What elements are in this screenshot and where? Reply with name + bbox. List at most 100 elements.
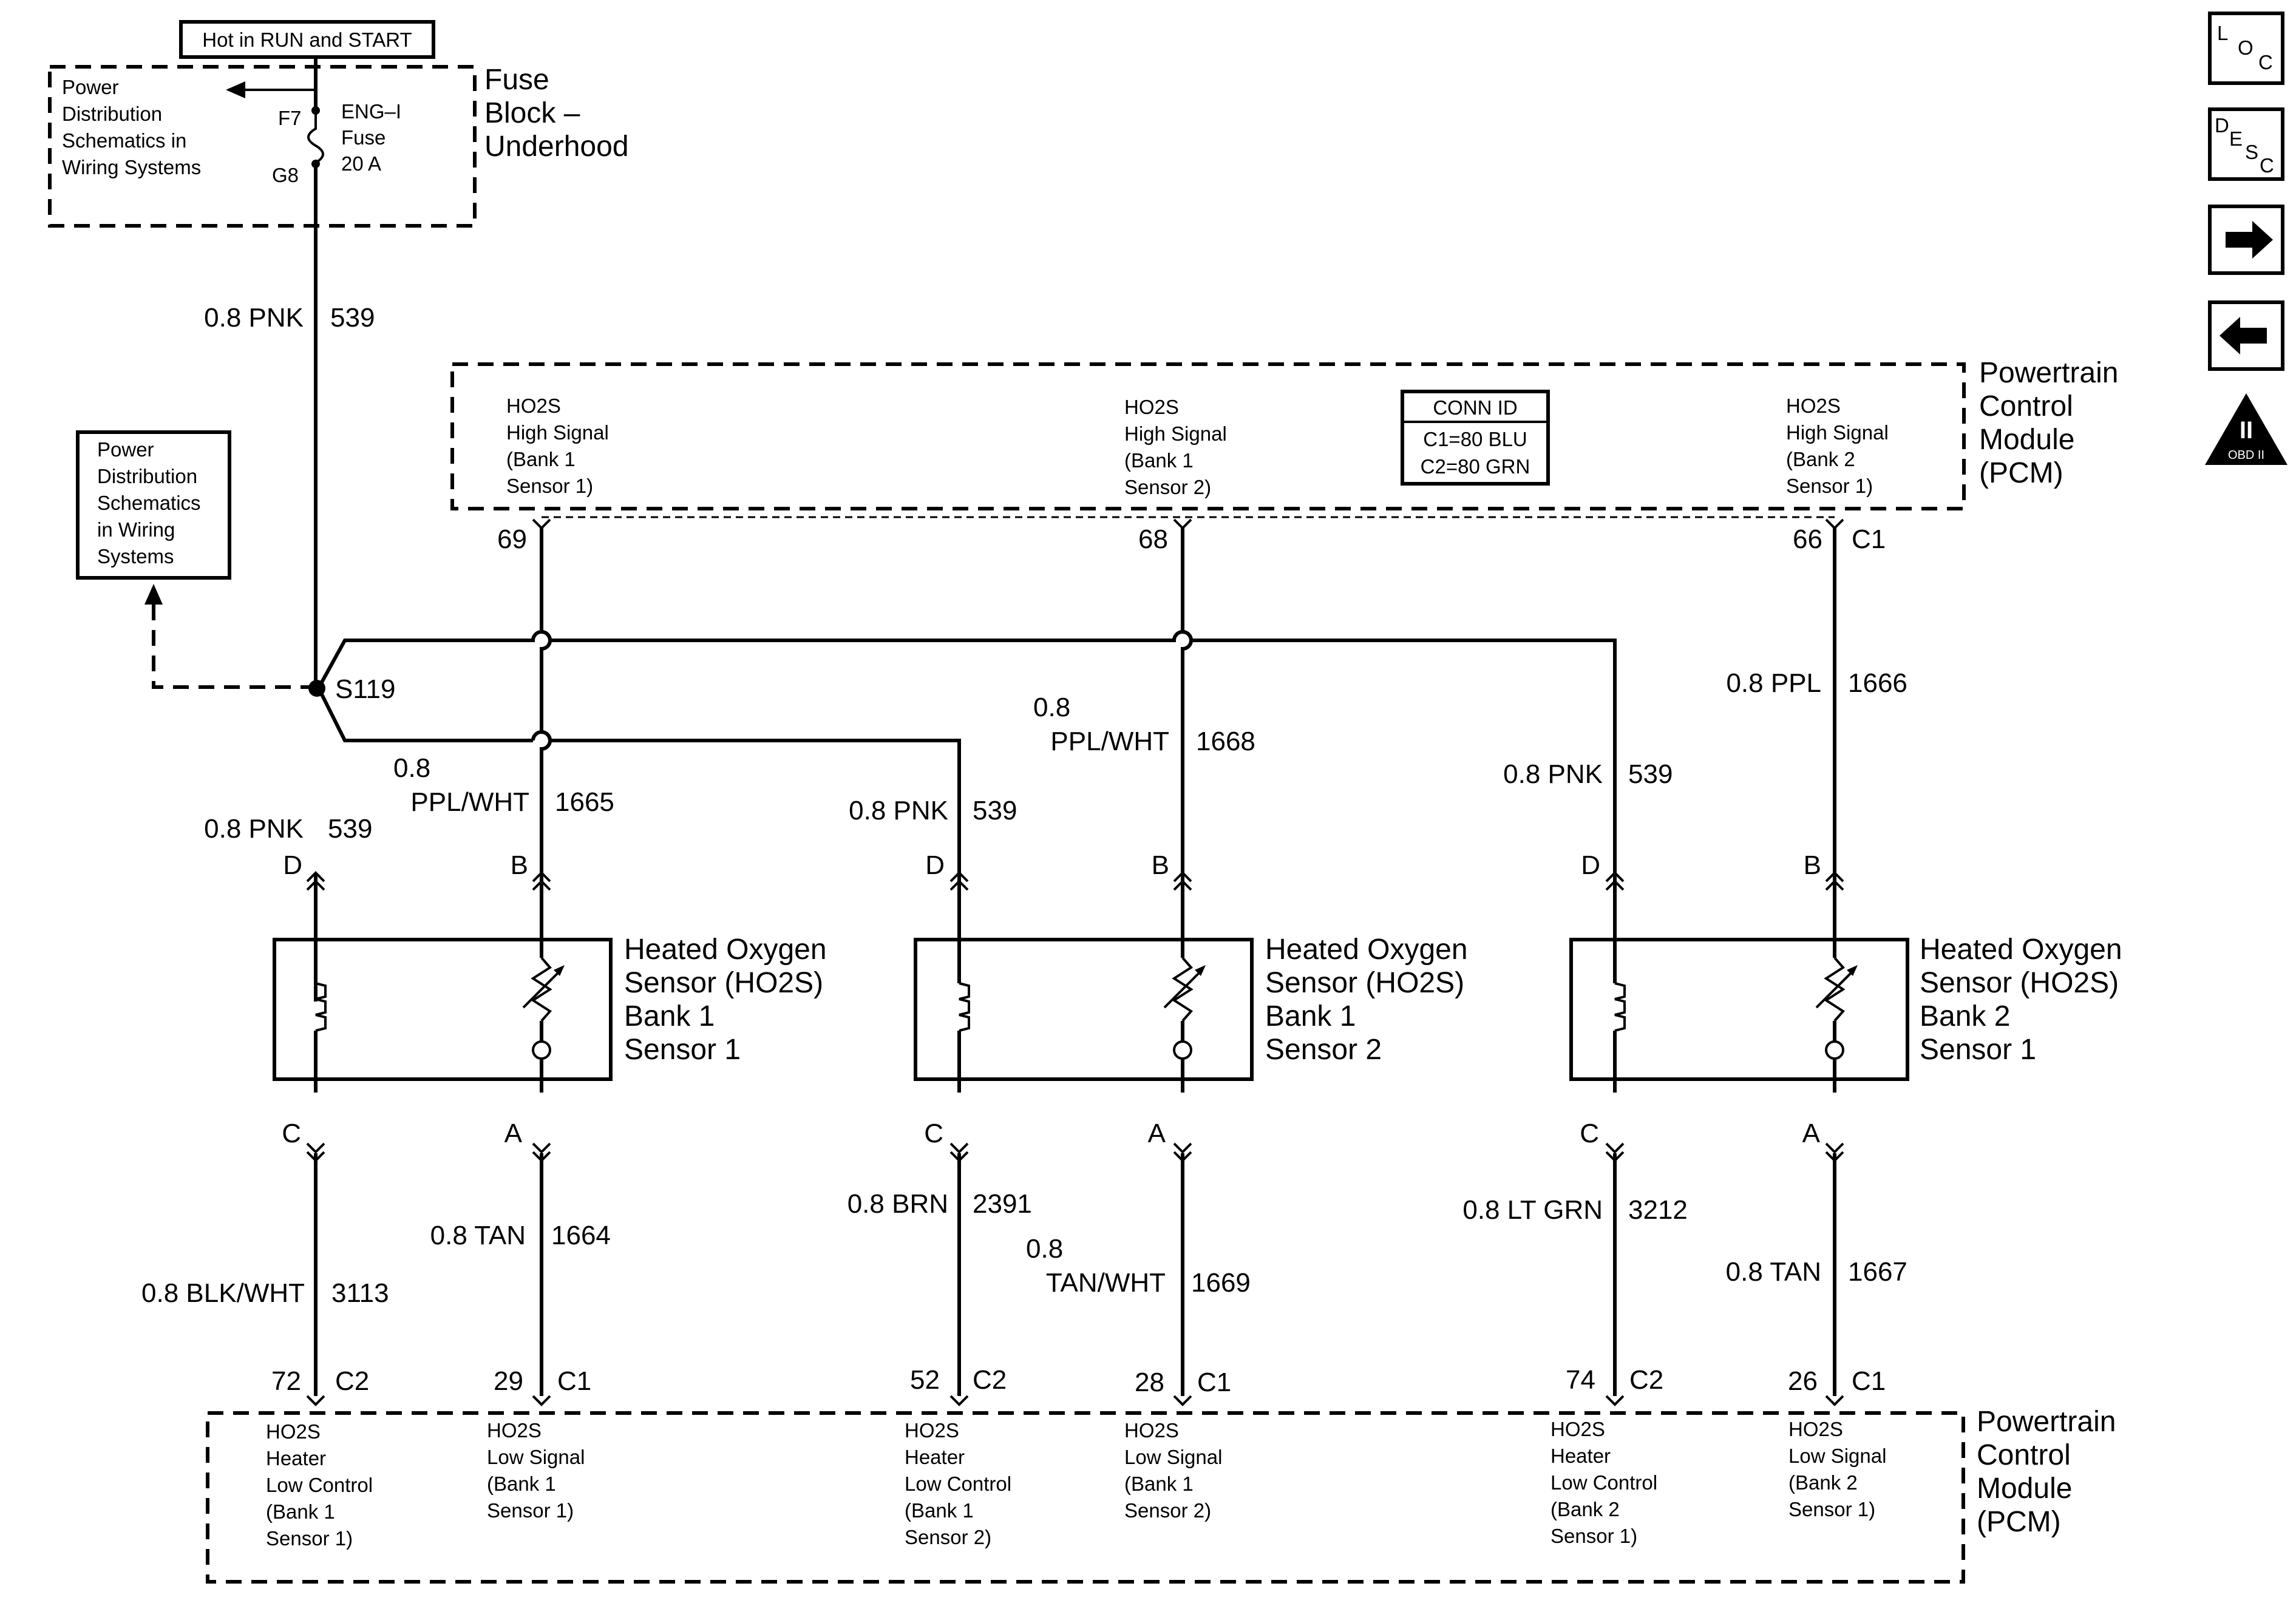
svg-text:HO2S: HO2S <box>506 395 561 417</box>
pin-a-label: A <box>1802 1119 1821 1148</box>
svg-text:HO2S: HO2S <box>1550 1418 1605 1440</box>
svg-text:E: E <box>2229 127 2243 150</box>
svg-text:Sensor 2: Sensor 2 <box>1265 1034 1382 1066</box>
svg-text:in Wiring: in Wiring <box>97 518 175 541</box>
conn-id-box: CONN ID C1=80 BLU C2=80 GRN <box>1401 390 1550 486</box>
svg-text:Sensor 2): Sensor 2) <box>905 1526 991 1548</box>
svg-text:ENG–I: ENG–I <box>341 100 401 123</box>
svg-text:C2: C2 <box>973 1365 1007 1395</box>
signal-wire-b1s2 <box>1181 528 1193 874</box>
svg-text:(PCM): (PCM) <box>1979 457 2063 489</box>
power-distribution-note: Power Distribution Schematics in Wiring … <box>62 76 201 178</box>
svg-text:High Signal: High Signal <box>506 421 609 444</box>
svg-text:High Signal: High Signal <box>1124 422 1227 445</box>
svg-text:(Bank 2: (Bank 2 <box>1550 1498 1620 1520</box>
splice-dot <box>308 680 325 697</box>
arrow-up-icon <box>144 584 163 605</box>
obd-ii-badge[interactable]: II OBD II <box>2205 393 2288 465</box>
svg-text:(Bank 1: (Bank 1 <box>905 1499 974 1522</box>
svg-text:HO2S: HO2S <box>905 1419 959 1442</box>
svg-text:C2=80 GRN: C2=80 GRN <box>1421 455 1530 478</box>
hot-in-run-start-label: Hot in RUN and START <box>202 29 412 51</box>
pcm-bottom-title: Powertrain Control Module (PCM) <box>1977 1406 2116 1538</box>
svg-text:Heated Oxygen: Heated Oxygen <box>1265 934 1468 966</box>
svg-text:74: 74 <box>1566 1365 1595 1395</box>
svg-text:Sensor 1: Sensor 1 <box>1920 1034 2036 1066</box>
svg-text:Fuse: Fuse <box>484 64 549 96</box>
sensor-bank2-sensor1: D B Heated Oxygen Sensor (HO2S) Bank 2 S… <box>1569 850 2122 1162</box>
b1s2-signal-wire-circuit: 1668 <box>1196 727 1255 756</box>
sensor-outline <box>1569 938 1909 1081</box>
pin-69: 69 <box>497 524 527 554</box>
b1s1-signal-wire-size: 0.8 <box>393 753 430 783</box>
svg-text:(Bank 1: (Bank 1 <box>487 1473 556 1495</box>
svg-text:Bank 1: Bank 1 <box>1265 1000 1356 1032</box>
fuse-rating: ENG–I Fuse 20 A <box>341 100 401 175</box>
b1s2-heater-wire-circuit: 539 <box>973 796 1017 825</box>
feed-wire: 0.8 PNK 539 <box>204 164 375 688</box>
svg-text:Low Signal: Low Signal <box>1124 1446 1222 1468</box>
pcm-bottom-outline <box>206 1411 1965 1584</box>
nav-back-button[interactable] <box>2208 300 2284 371</box>
pin-b-label: B <box>511 850 528 880</box>
pin-68: 68 <box>1138 524 1168 554</box>
svg-text:Sensor 1): Sensor 1) <box>266 1527 353 1550</box>
svg-text:Low Signal: Low Signal <box>1788 1445 1886 1467</box>
sensor-title: Heated Oxygen Sensor (HO2S) Bank 1 Senso… <box>1265 934 1468 1066</box>
svg-text:Heater: Heater <box>266 1447 326 1469</box>
svg-text:C: C <box>2260 154 2274 177</box>
signal-wires <box>540 528 1836 874</box>
svg-text:Systems: Systems <box>97 545 174 568</box>
pcm-terminal-72: 72 C2 HO2S Heater Low Control (Bank 1 Se… <box>266 1366 373 1550</box>
fuse-terminal-f7-label: F7 <box>278 107 302 129</box>
svg-text:C1: C1 <box>557 1366 591 1396</box>
svg-text:Low Signal: Low Signal <box>487 1446 585 1468</box>
heater-element-icon <box>1614 982 1626 1032</box>
signal-source-icon <box>532 1040 551 1060</box>
lower-wires <box>314 1153 1836 1396</box>
upper-wire-labels: 0.8 PNK 539 0.8 PPL/WHT 1665 0.8 PNK 539… <box>204 668 1907 844</box>
sensor-outline <box>914 938 1254 1081</box>
svg-text:HO2S: HO2S <box>1124 396 1179 418</box>
pin-b-label: B <box>1804 850 1821 880</box>
svg-text:HO2S: HO2S <box>266 1420 321 1443</box>
b2s1-low-wire-circuit: 1667 <box>1848 1257 1907 1287</box>
svg-text:Wiring Systems: Wiring Systems <box>62 156 201 178</box>
b1s2-low-wire-size: 0.8 <box>1026 1234 1063 1264</box>
svg-text:Sensor (HO2S): Sensor (HO2S) <box>624 967 823 999</box>
svg-text:(Bank 1: (Bank 1 <box>266 1500 335 1523</box>
pcm-top-title: Powertrain Control Module (PCM) <box>1979 357 2118 489</box>
pin-c-label: C <box>282 1119 301 1148</box>
pcm-top: Powertrain Control Module (PCM) CONN ID … <box>450 357 2118 554</box>
svg-text:(Bank 1: (Bank 1 <box>1124 449 1194 472</box>
svg-text:Low Control: Low Control <box>266 1474 373 1496</box>
sensor-element-icon <box>531 957 552 1022</box>
heater-element-icon <box>959 982 970 1032</box>
svg-text:28: 28 <box>1135 1368 1164 1397</box>
svg-text:Sensor (HO2S): Sensor (HO2S) <box>1920 967 2119 999</box>
svg-text:Power: Power <box>97 438 154 461</box>
pin-a-label: A <box>1148 1119 1166 1148</box>
svg-text:Underhood: Underhood <box>484 130 629 163</box>
fuse-block-title: Fuse Block – Underhood <box>484 64 629 163</box>
svg-text:Heater: Heater <box>1550 1445 1611 1467</box>
feed-wire-circuit: 539 <box>330 303 375 333</box>
b1s1-heater-wire-size: 0.8 PNK <box>204 814 304 844</box>
svg-text:C: C <box>2258 51 2273 73</box>
svg-text:Sensor 1: Sensor 1 <box>624 1034 741 1066</box>
nav-forward-button[interactable] <box>2208 205 2284 275</box>
svg-text:C1: C1 <box>1852 1366 1886 1396</box>
b1s1-ground-wire-size: 0.8 BLK/WHT <box>141 1278 305 1308</box>
svg-text:Heated Oxygen: Heated Oxygen <box>1920 934 2122 966</box>
pcm-top-signal-b1s2: HO2S High Signal (Bank 1 Sensor 2) 68 <box>1124 396 1227 554</box>
svg-text:Bank 2: Bank 2 <box>1920 1000 2010 1032</box>
pin-a-label: A <box>504 1119 523 1148</box>
svg-text:Sensor 2): Sensor 2) <box>1124 476 1211 498</box>
nav-desc-button[interactable]: D E S C <box>2208 107 2284 181</box>
power-distribution-box: Power Distribution Schematics in Wiring … <box>76 430 310 689</box>
nav-loc-button[interactable]: L O C <box>2208 12 2284 85</box>
arrow-left-icon <box>226 81 245 98</box>
svg-text:C2: C2 <box>335 1366 369 1396</box>
svg-text:HO2S: HO2S <box>1786 395 1841 417</box>
